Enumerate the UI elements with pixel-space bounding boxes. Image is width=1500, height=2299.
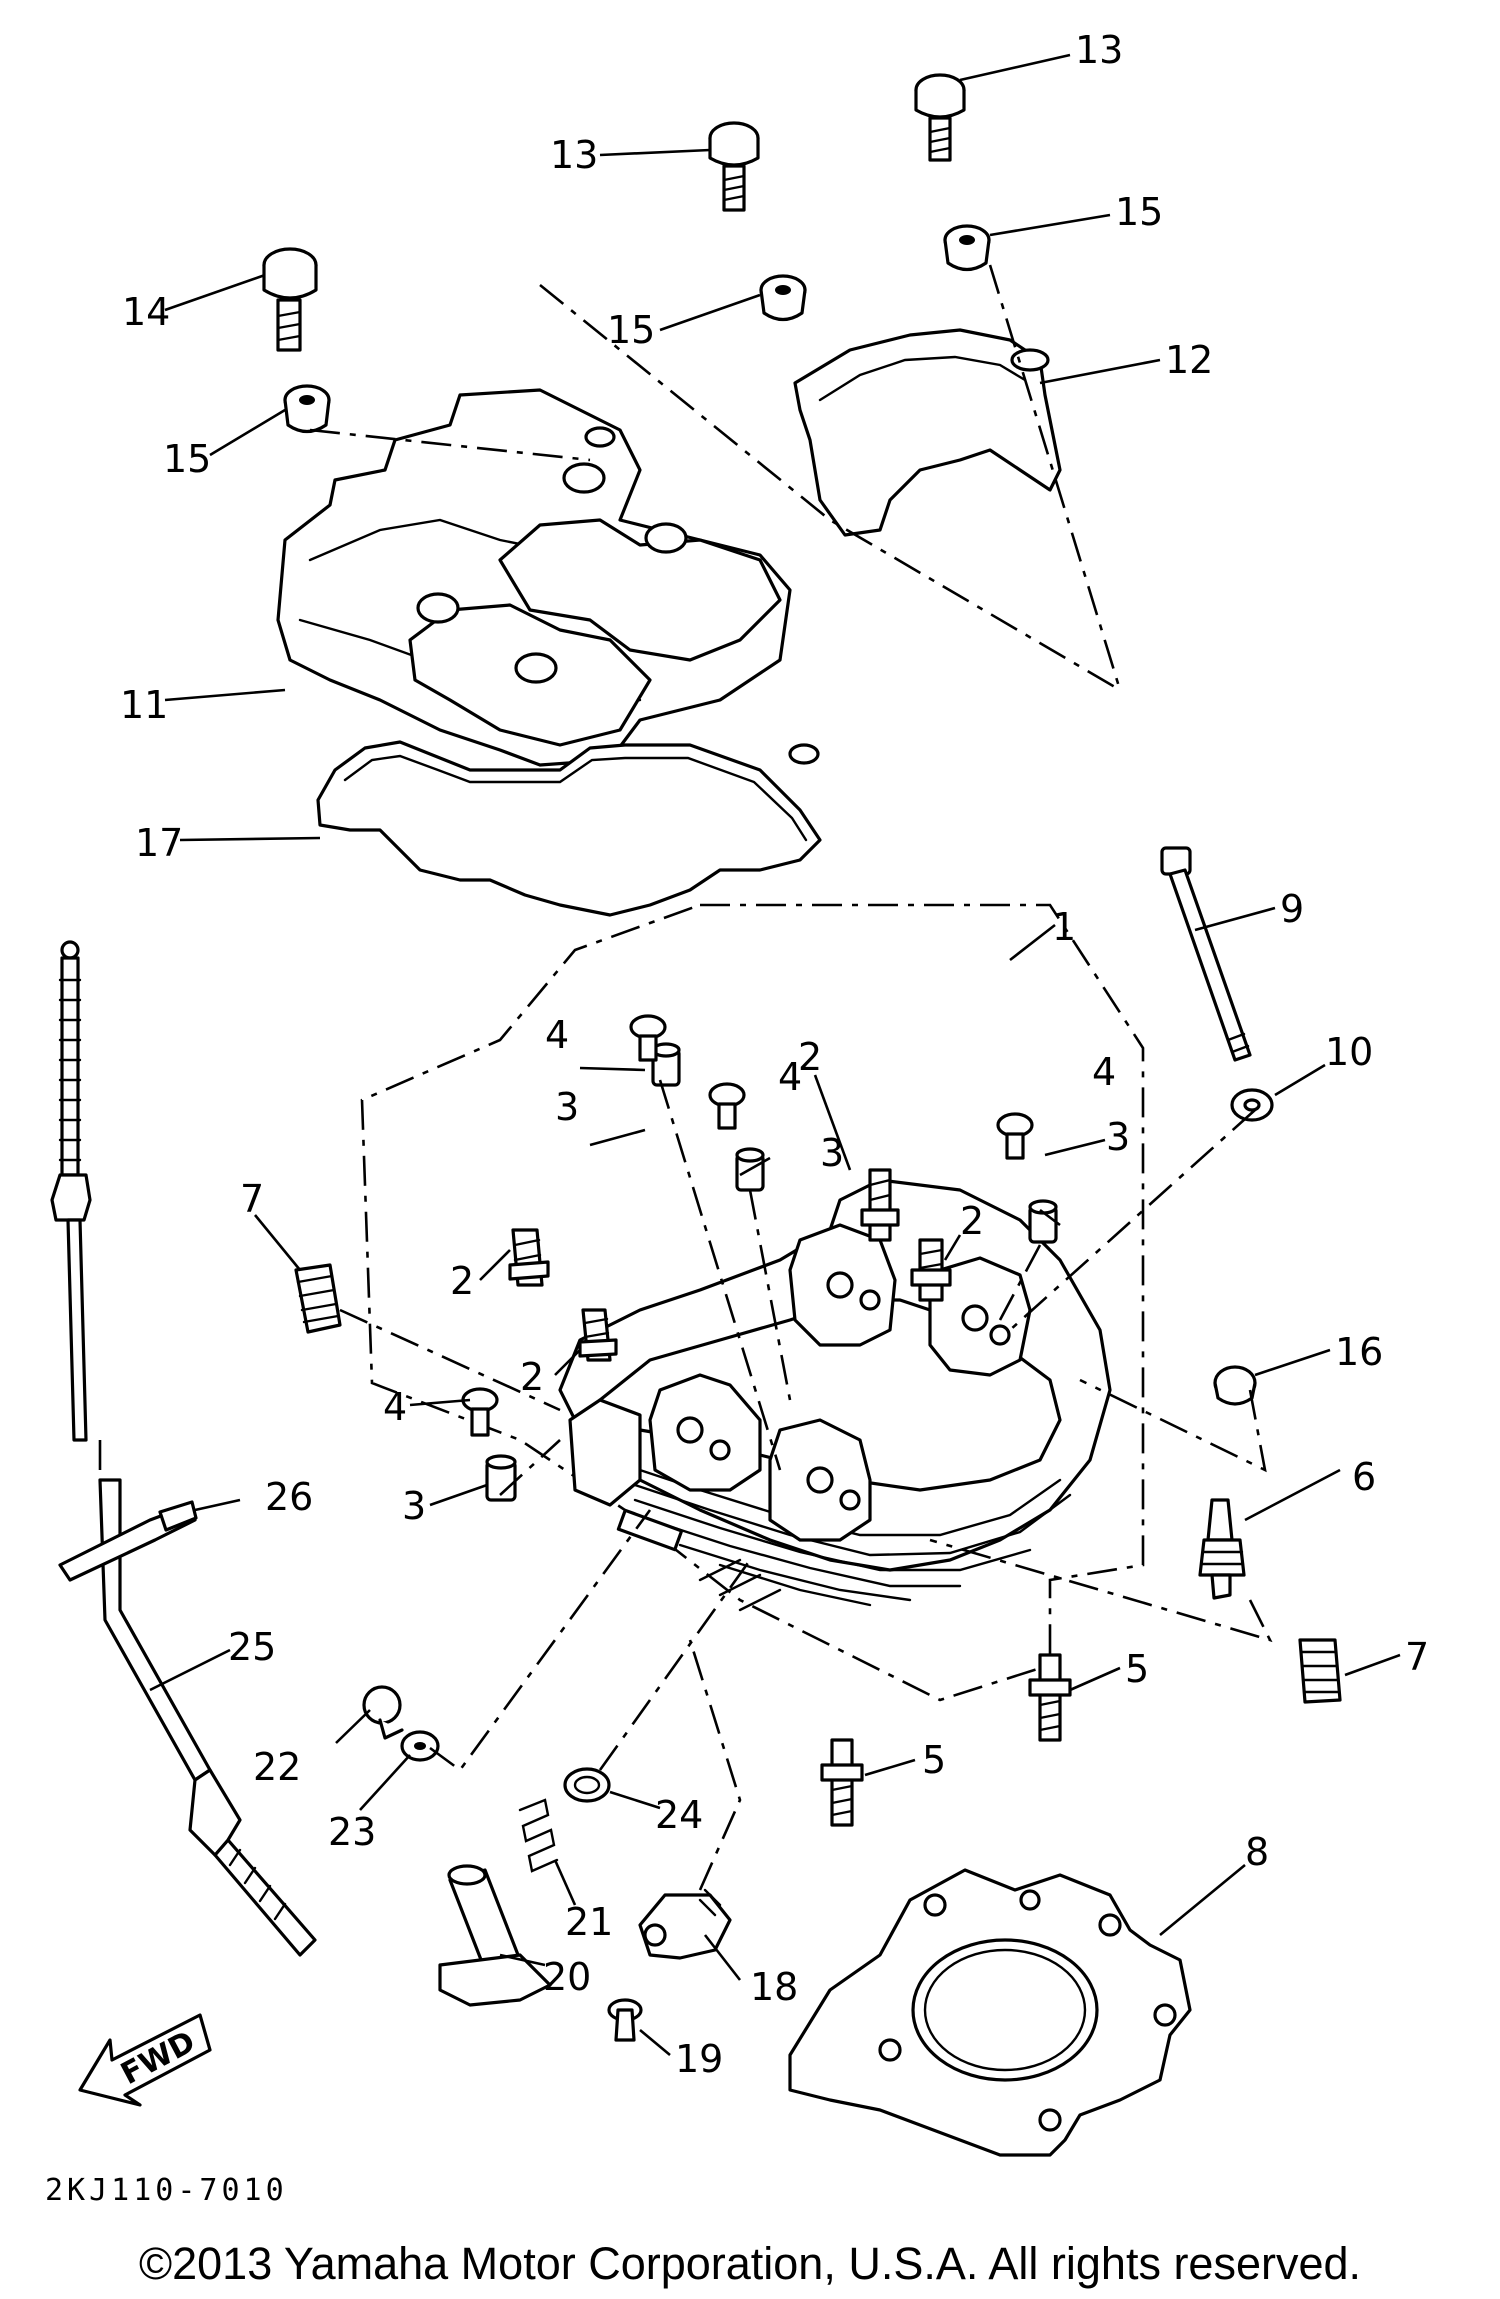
callout-2: 2 — [450, 1259, 474, 1303]
cable-clip-26 — [58, 1500, 198, 1582]
callout-7: 7 — [240, 1177, 264, 1221]
callout-labels: 1 2 2 2 2 3 3 3 3 4 4 4 4 5 5 6 7 7 8 9 … — [120, 28, 1429, 2081]
stud-5-a — [1028, 1653, 1072, 1742]
insert-7-left — [294, 1263, 342, 1334]
bolt-4-b — [708, 1082, 746, 1130]
callout-18: 18 — [750, 1965, 798, 2009]
dowel-3-c — [1028, 1199, 1058, 1244]
bolt-14 — [262, 247, 318, 352]
dowel-3-d — [485, 1454, 517, 1502]
leader-lines — [149, 53, 1401, 2056]
callout-4: 4 — [778, 1055, 802, 1099]
callout-6: 6 — [1352, 1455, 1376, 1499]
alignment-lines — [98, 264, 1273, 1891]
callout-24: 24 — [655, 1793, 703, 1837]
cover-plate — [793, 328, 1062, 537]
callout-1: 1 — [1052, 905, 1076, 949]
bolt-19 — [607, 1998, 643, 2042]
callout-12: 12 — [1165, 338, 1213, 382]
callout-21: 21 — [565, 1900, 613, 1944]
insert-7-right — [1298, 1638, 1342, 1704]
oil-seal-24 — [563, 1767, 611, 1803]
bolt-4-d — [461, 1387, 499, 1437]
callout-5: 5 — [922, 1738, 946, 1782]
grommet-15-right — [943, 224, 991, 272]
callout-22: 22 — [253, 1745, 301, 1789]
decompression-shaft-20 — [438, 1864, 552, 2007]
callout-3: 3 — [555, 1085, 579, 1129]
callout-4: 4 — [545, 1013, 569, 1057]
bolt-13-right — [914, 73, 966, 162]
copyright-notice: ©2013 Yamaha Motor Corporation, U.S.A. A… — [138, 2238, 1362, 2289]
callout-19: 19 — [675, 2037, 723, 2081]
callout-3: 3 — [402, 1484, 426, 1528]
bolt-4-a — [629, 1014, 667, 1062]
callout-5: 5 — [1125, 1647, 1149, 1691]
spring-21 — [518, 1798, 559, 1873]
lever-18 — [638, 1888, 732, 1960]
washer-10 — [1230, 1088, 1274, 1122]
drawing-code: 2KJ110-7010 — [45, 2173, 288, 2208]
callout-2: 2 — [798, 1035, 822, 1079]
callout-15: 15 — [163, 437, 211, 481]
head-cover-gasket — [316, 740, 822, 917]
stud-2-c — [508, 1228, 550, 1287]
bolt-13-left — [708, 121, 760, 212]
callout-13: 13 — [1075, 28, 1123, 72]
stud-2-a — [860, 1168, 900, 1242]
stud-2-b — [910, 1238, 952, 1302]
callout-15: 15 — [1115, 190, 1163, 234]
dowel-3-a — [651, 1042, 681, 1087]
callout-26: 26 — [265, 1475, 313, 1519]
cap-22 — [362, 1685, 404, 1740]
callout-17: 17 — [135, 821, 183, 865]
plug-16 — [1213, 1365, 1257, 1406]
callout-4: 4 — [383, 1385, 407, 1429]
callout-10: 10 — [1325, 1030, 1373, 1074]
grommet-15-middle — [759, 274, 807, 322]
callout-11: 11 — [120, 683, 168, 727]
callout-2: 2 — [520, 1355, 544, 1399]
callout-25: 25 — [228, 1625, 276, 1669]
callout-2: 2 — [960, 1199, 984, 1243]
decompression-cable — [50, 940, 317, 1957]
cylinder-head-cover — [276, 388, 820, 767]
callout-20: 20 — [543, 1955, 591, 1999]
dowel-3-b — [735, 1147, 765, 1192]
cylinder-head-gasket — [788, 1868, 1192, 2157]
callout-16: 16 — [1335, 1330, 1383, 1374]
callout-13: 13 — [550, 133, 598, 177]
callout-7: 7 — [1405, 1635, 1429, 1679]
grommet-15-left — [283, 384, 331, 434]
callout-15: 15 — [607, 308, 655, 352]
callout-3: 3 — [820, 1131, 844, 1175]
spark-plug-6 — [1198, 1498, 1246, 1600]
callout-9: 9 — [1280, 887, 1304, 931]
cylinder-head — [558, 1178, 1112, 1612]
stud-2-d — [578, 1308, 618, 1362]
stud-5-b — [820, 1738, 864, 1827]
washer-23 — [400, 1730, 440, 1762]
forward-arrow-icon: FWD — [78, 2013, 212, 2107]
fwd-label: FWD — [115, 2024, 201, 2092]
callout-8: 8 — [1245, 1830, 1269, 1874]
callout-4: 4 — [1092, 1050, 1116, 1094]
bolt-4-c — [996, 1112, 1034, 1160]
callout-14: 14 — [122, 290, 170, 334]
callout-23: 23 — [328, 1810, 376, 1854]
long-bolt-9 — [1160, 846, 1252, 1062]
callout-3: 3 — [1106, 1115, 1130, 1159]
